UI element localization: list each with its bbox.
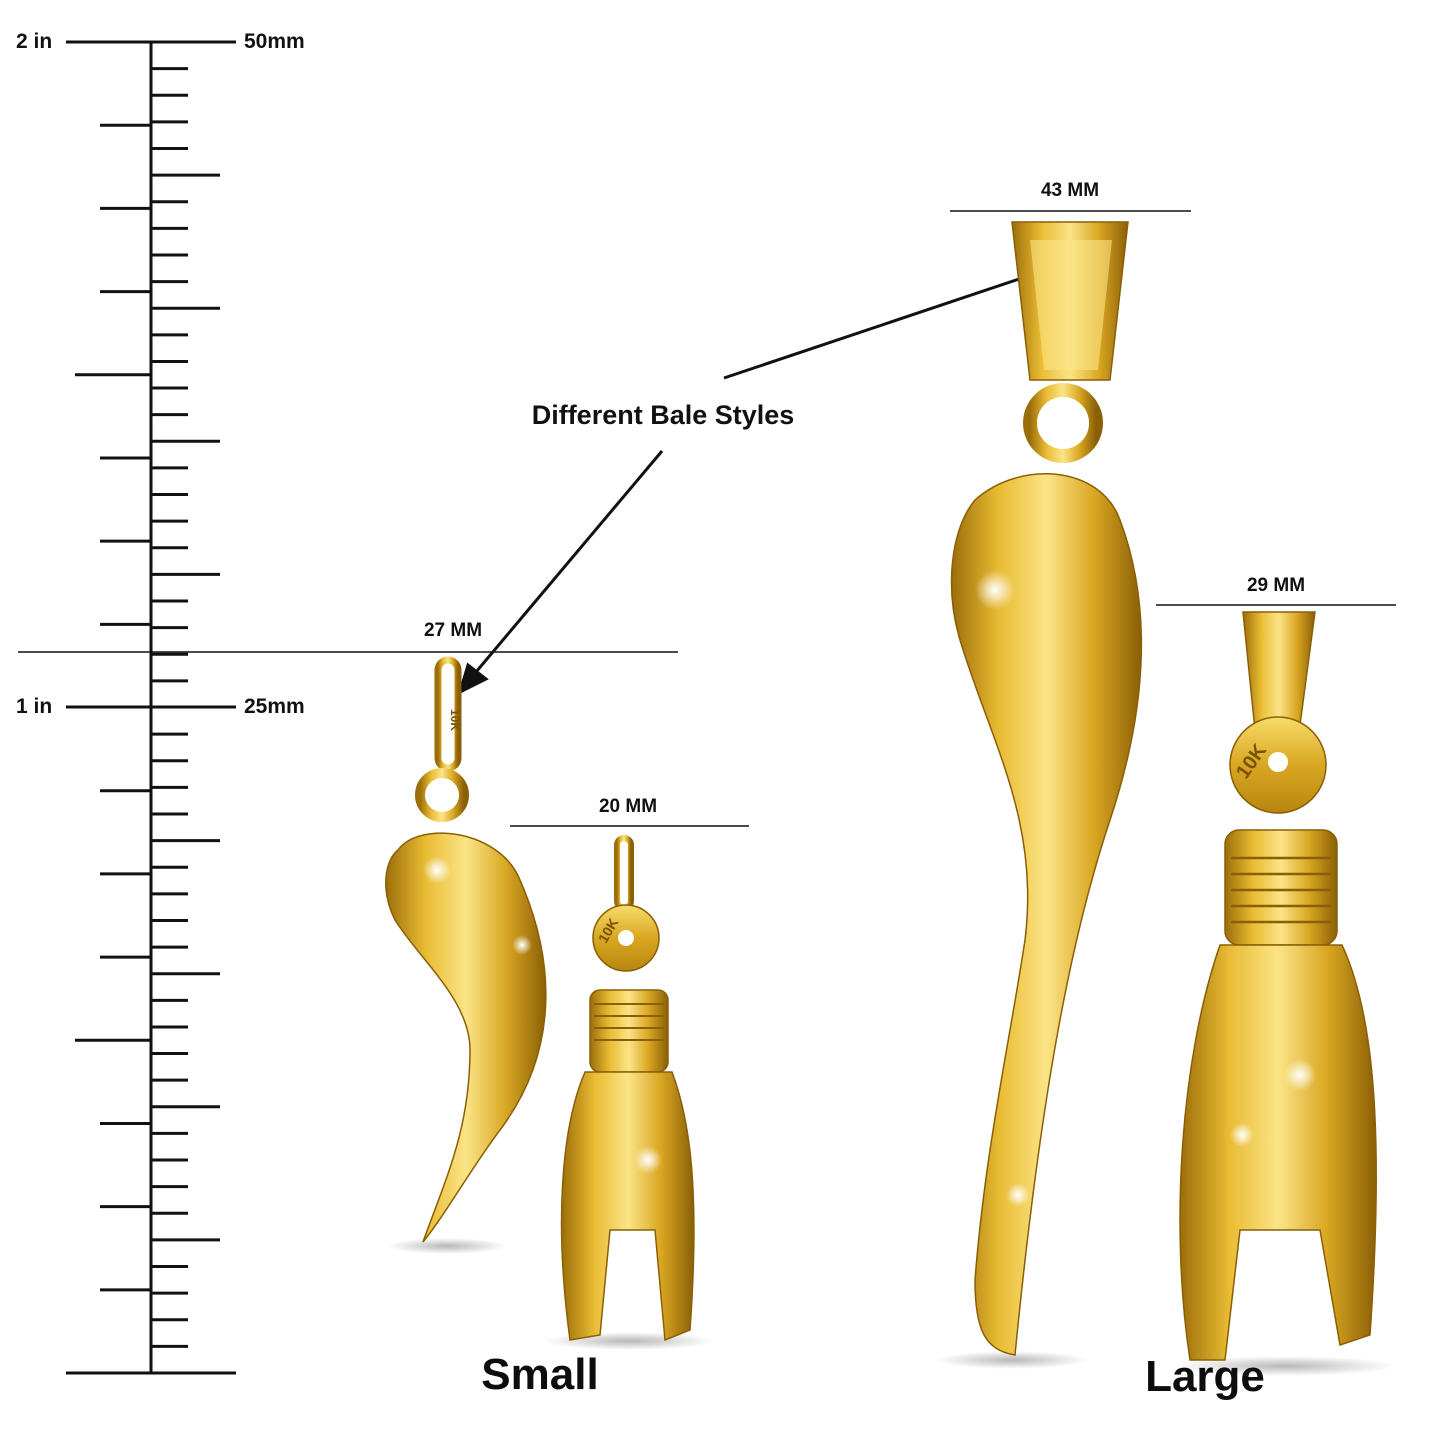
large-hand-pendant: 10K bbox=[1179, 611, 1377, 1361]
large-hand-cuff-grooves bbox=[1231, 856, 1331, 924]
ruler-label-25mm: 25mm bbox=[244, 695, 305, 718]
ruler bbox=[66, 40, 236, 1375]
arrow-to-large-bale bbox=[723, 274, 1029, 380]
large-horn-body bbox=[950, 473, 1143, 1356]
large-hand-sparkle-2 bbox=[1230, 1123, 1254, 1147]
arrow-to-small-bale bbox=[474, 450, 664, 673]
small-horn-body bbox=[385, 832, 547, 1243]
small-horn-sparkle bbox=[423, 856, 451, 884]
ruler-label-50mm: 50mm bbox=[244, 30, 305, 53]
dimension-label-small-horn: 27 MM bbox=[423, 620, 483, 641]
dimension-label-large-hand: 29 MM bbox=[1246, 575, 1306, 596]
large-horn-bale-highlight bbox=[1030, 240, 1112, 370]
large-hand-body bbox=[1179, 944, 1377, 1361]
dimension-label-large-horn: 43 MM bbox=[1040, 180, 1100, 201]
large-horn-sparkle-2 bbox=[1006, 1183, 1030, 1207]
small-horn-bale bbox=[434, 656, 462, 772]
arrow-head-small bbox=[457, 662, 489, 695]
large-horn-pendant bbox=[950, 221, 1143, 1356]
large-hand-sparkle bbox=[1284, 1059, 1316, 1091]
large-hand-cuff bbox=[1224, 829, 1338, 946]
ruler-label-2in: 2 in bbox=[16, 30, 53, 53]
small-horn-pendant: 10K bbox=[385, 656, 547, 1243]
small-hand-body bbox=[560, 1071, 695, 1342]
callout-different-bale-styles: Different Bale Styles bbox=[531, 400, 795, 430]
small-hand-pendant: 10K bbox=[560, 835, 695, 1342]
size-label-large: Large bbox=[1145, 1352, 1265, 1401]
small-hand-bale bbox=[614, 835, 634, 911]
dimension-label-small-hand: 20 MM bbox=[598, 796, 658, 817]
small-horn-jump-ring bbox=[415, 768, 469, 822]
large-hand-disc-hole bbox=[1268, 752, 1288, 772]
shadow-small-horn bbox=[387, 1238, 507, 1254]
small-hand-cuff-grooves bbox=[594, 1003, 664, 1041]
small-hand-cuff bbox=[589, 989, 669, 1073]
large-horn-sparkle bbox=[975, 570, 1015, 610]
size-label-small: Small bbox=[481, 1350, 599, 1399]
shadow-large-horn bbox=[937, 1351, 1087, 1369]
small-horn-stamp: 10K bbox=[448, 709, 462, 731]
large-horn-jump-ring bbox=[1023, 383, 1103, 463]
small-horn-sparkle-2 bbox=[512, 935, 532, 955]
small-hand-sparkle bbox=[634, 1146, 662, 1174]
small-hand-disc-hole bbox=[618, 930, 634, 946]
ruler-label-1in: 1 in bbox=[16, 695, 53, 718]
shadow-large-hand bbox=[1175, 1356, 1395, 1376]
ruler-minor-ticks bbox=[75, 67, 220, 1348]
